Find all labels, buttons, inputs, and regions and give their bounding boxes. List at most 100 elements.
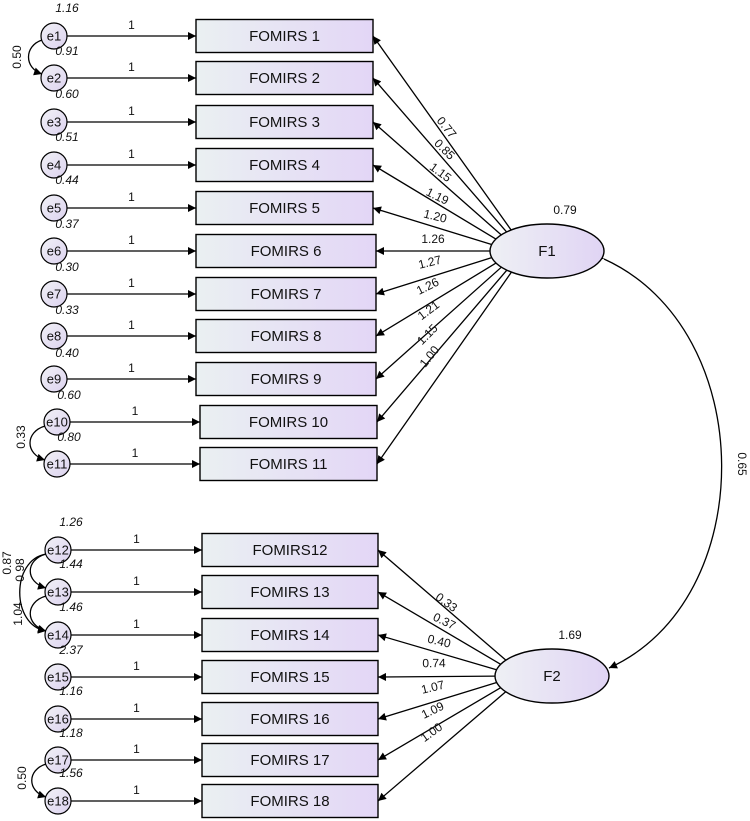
observed-box-9	[195, 361, 377, 397]
error-variance-e3: 0.60	[55, 87, 79, 101]
error-circle-e18	[44, 787, 72, 815]
loading-path-F2-16	[377, 681, 497, 721]
observed-label-7: FOMIRS 7	[251, 286, 322, 303]
error-covariance-label-e13-e14: 1.04	[11, 602, 25, 626]
observed-label-6: FOMIRS 6	[251, 243, 322, 260]
loading-path-F2-13	[377, 591, 501, 665]
error-path-weight-e16: 1	[133, 701, 140, 715]
factor-label-F2: F2	[543, 668, 561, 685]
error-circle-e16	[44, 705, 72, 733]
error-variance-e5: 0.44	[55, 173, 79, 187]
loading-path-F2-17	[377, 687, 501, 761]
error-path-weight-e3: 1	[128, 104, 135, 118]
observed-box-17	[201, 742, 379, 778]
error-path-weight-e6: 1	[128, 233, 135, 247]
error-path-weight-e15: 1	[133, 659, 140, 673]
error-label-e2: e2	[47, 70, 61, 85]
error-circle-e5	[40, 194, 68, 222]
error-covariance-label-e10-e11: 0.33	[14, 425, 28, 449]
error-covariance-e17-e18	[31, 757, 55, 799]
loading-label-F1-8: 1.26	[414, 275, 441, 298]
observed-box-16	[201, 701, 379, 737]
observed-label-11: FOMIRS 11	[249, 456, 327, 473]
error-covariance-e1-e2	[27, 33, 51, 76]
error-variance-e1: 1.16	[55, 1, 79, 15]
observed-label-10: FOMIRS 10	[249, 414, 328, 431]
error-covariance-label-e1-e2: 0.50	[10, 45, 24, 69]
loading-path-F2-18	[377, 691, 507, 802]
error-label-e17: e17	[47, 752, 69, 767]
loading-path-F2-15	[377, 672, 496, 681]
loading-path-F1-4	[372, 164, 497, 240]
error-variance-e8: 0.33	[55, 303, 79, 317]
error-path-weight-e8: 1	[128, 318, 135, 332]
error-variance-e2: 0.91	[55, 44, 78, 58]
loading-label-F1-11: 1.00	[417, 343, 443, 370]
error-circle-e11	[43, 450, 71, 478]
error-label-e1: e1	[47, 28, 61, 43]
error-variance-e13: 1.44	[59, 557, 83, 571]
loading-label-F2-17: 1.09	[419, 699, 446, 722]
observed-label-18: FOMIRS 18	[250, 793, 329, 810]
observed-box-10	[199, 404, 378, 440]
error-path-weight-e5: 1	[128, 190, 135, 204]
error-label-e15: e15	[47, 669, 69, 684]
error-covariance-label-e12-e13: 0.98	[13, 558, 27, 582]
error-variance-e16: 1.16	[59, 684, 83, 698]
loading-label-F2-13: 0.37	[431, 610, 458, 633]
loading-label-F1-6: 1.26	[421, 232, 445, 246]
factor-label-F1: F1	[538, 243, 556, 260]
observed-label-5: FOMIRS 5	[249, 200, 320, 217]
shapes-layer	[40, 18, 610, 819]
error-variance-e6: 0.37	[55, 217, 80, 231]
error-circle-e15	[44, 663, 72, 691]
loading-label-F1-9: 1.21	[415, 298, 442, 323]
error-circle-e2	[40, 64, 68, 92]
loading-label-F2-16: 1.07	[420, 678, 446, 697]
error-label-e18: e18	[47, 793, 69, 808]
error-path-weight-e2: 1	[128, 60, 135, 74]
factor-variance-F2: 1.69	[558, 628, 582, 642]
observed-box-13	[201, 574, 379, 610]
error-covariance-e10-e11	[29, 419, 54, 462]
observed-box-15	[201, 659, 379, 695]
factor-covariance-arc	[595, 252, 723, 669]
loading-label-F2-15: 0.74	[422, 656, 446, 670]
observed-box-14	[201, 617, 379, 653]
observed-label-17: FOMIRS 17	[250, 752, 329, 769]
observed-box-4	[195, 147, 374, 183]
observed-label-8: FOMIRS 8	[251, 328, 322, 345]
error-variance-e7: 0.30	[55, 260, 79, 274]
error-path-weight-e18: 1	[133, 783, 140, 797]
loading-path-F1-8	[375, 262, 497, 337]
error-covariance-e12-e13	[29, 547, 55, 590]
error-label-e9: e9	[47, 371, 61, 386]
error-path-weight-e7: 1	[128, 276, 135, 290]
error-circle-e7	[40, 280, 68, 308]
error-variance-e4: 0.51	[55, 130, 78, 144]
error-path-weight-e1: 1	[128, 18, 135, 32]
error-circle-e3	[40, 108, 68, 136]
error-label-e8: e8	[47, 328, 61, 343]
observed-label-1: FOMIRS 1	[249, 28, 320, 45]
error-circle-e6	[40, 237, 68, 265]
observed-box-18	[201, 783, 379, 819]
error-variance-e9: 0.40	[55, 346, 79, 360]
error-variance-e15: 2.37	[58, 643, 84, 657]
loading-label-F1-7: 1.27	[417, 252, 443, 271]
error-label-e3: e3	[47, 114, 61, 129]
observed-label-12: FOMIRS12	[252, 542, 327, 559]
error-circle-e14	[44, 621, 72, 649]
observed-label-15: FOMIRS 15	[250, 669, 329, 686]
observed-box-7	[195, 276, 377, 312]
loading-path-F1-5	[372, 206, 492, 246]
error-label-e7: e7	[47, 286, 61, 301]
error-circle-e13	[44, 578, 72, 606]
error-covariance-e12-e14	[19, 548, 55, 634]
loading-path-F1-11	[376, 271, 512, 465]
error-path-weight-e17: 1	[133, 742, 140, 756]
error-label-e16: e16	[47, 711, 69, 726]
observed-box-2	[195, 60, 374, 96]
paths-layer	[19, 32, 723, 805]
error-label-e5: e5	[47, 200, 61, 215]
